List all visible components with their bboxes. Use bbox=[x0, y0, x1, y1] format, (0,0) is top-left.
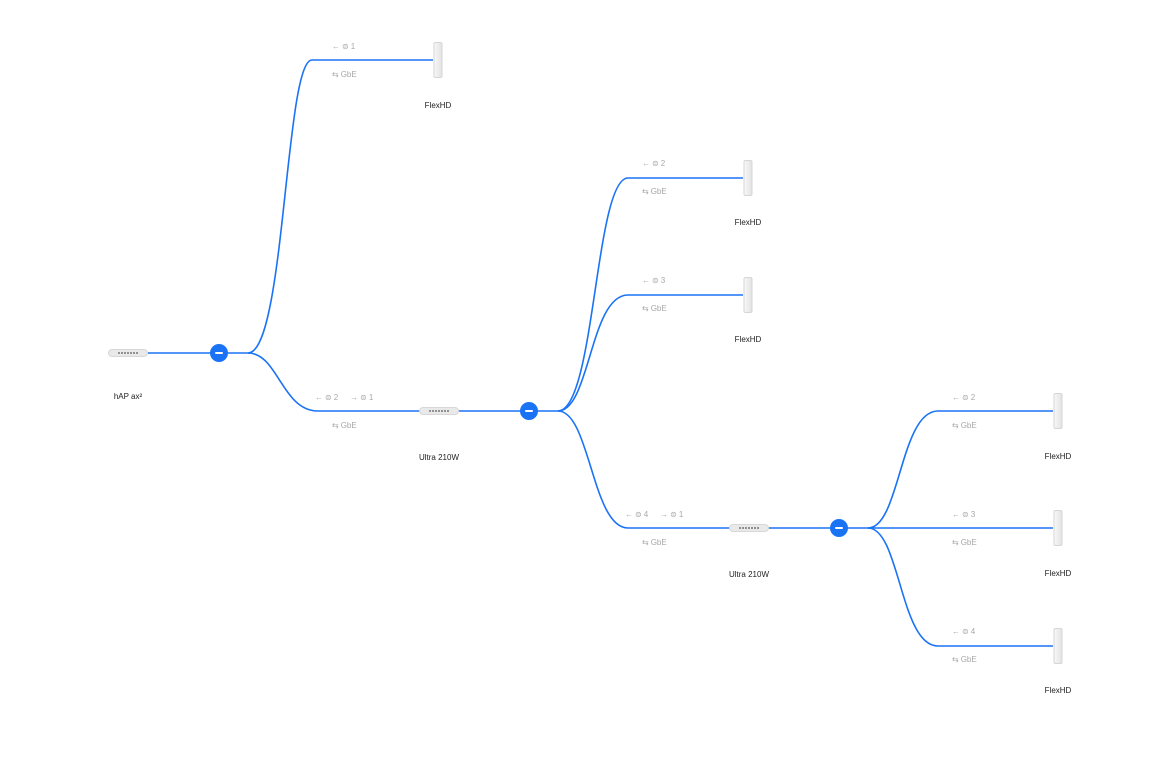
collapse-button-u1[interactable] bbox=[520, 402, 538, 420]
node-name-u2: Ultra 210W bbox=[728, 570, 770, 579]
link-to-flexhd-4 bbox=[867, 410, 1053, 529]
node-name-f6: FlexHD bbox=[1044, 686, 1072, 695]
port-label-u2: ←⊜4→⊜1 bbox=[625, 510, 684, 519]
node-name-f1: FlexHD bbox=[424, 101, 452, 110]
access-point-icon[interactable] bbox=[433, 42, 443, 78]
link-icon: ⇆ bbox=[332, 70, 339, 79]
link-to-ultra-1 bbox=[247, 352, 421, 412]
arrow-left-icon: ← bbox=[952, 510, 960, 519]
link-icon: ⇆ bbox=[332, 421, 339, 430]
node-name-u1: Ultra 210W bbox=[418, 453, 460, 462]
port-icon: ⊜ bbox=[962, 627, 969, 636]
speed-label-f4: ⇆GbE bbox=[952, 421, 977, 430]
access-point-icon[interactable] bbox=[1053, 628, 1063, 664]
arrow-left-icon: ← bbox=[625, 510, 633, 519]
speed-label-u2: ⇆GbE bbox=[642, 538, 667, 547]
port-label-f5: ←⊜3 bbox=[952, 510, 976, 519]
router-device-icon[interactable] bbox=[108, 349, 148, 357]
node-name-f4: FlexHD bbox=[1044, 452, 1072, 461]
switch-device-icon[interactable] bbox=[729, 524, 769, 532]
port-icon: ⊜ bbox=[962, 393, 969, 402]
switch-device-icon[interactable] bbox=[419, 407, 459, 415]
port-label-f6: ←⊜4 bbox=[952, 627, 976, 636]
node-name-f2: FlexHD bbox=[734, 218, 762, 227]
link-to-flexhd-1 bbox=[247, 59, 433, 354]
arrow-left-icon: ← bbox=[332, 42, 340, 51]
link-to-flexhd-2 bbox=[557, 177, 743, 412]
node-name-hap: hAP ax² bbox=[113, 392, 143, 401]
speed-label-f6: ⇆GbE bbox=[952, 655, 977, 664]
arrow-left-icon: ← bbox=[315, 393, 323, 402]
arrow-right-icon: → bbox=[660, 510, 669, 519]
access-point-icon[interactable] bbox=[743, 277, 753, 313]
arrow-right-icon: → bbox=[350, 393, 359, 402]
arrow-left-icon: ← bbox=[952, 627, 960, 636]
speed-label-f3: ⇆GbE bbox=[642, 304, 667, 313]
node-name-f5: FlexHD bbox=[1044, 569, 1072, 578]
collapse-button-hap[interactable] bbox=[210, 344, 228, 362]
link-icon: ⇆ bbox=[952, 421, 959, 430]
port-icon: ⊜ bbox=[652, 276, 659, 285]
access-point-icon[interactable] bbox=[1053, 393, 1063, 429]
speed-label-f5: ⇆GbE bbox=[952, 538, 977, 547]
port-icon: ⊜ bbox=[962, 510, 969, 519]
link-to-flexhd-6 bbox=[867, 527, 1053, 647]
port-label-f2: ←⊜2 bbox=[642, 159, 666, 168]
collapse-button-u2[interactable] bbox=[830, 519, 848, 537]
port-label-u1: ←⊜2→⊜1 bbox=[315, 393, 374, 402]
link-to-ultra-2 bbox=[557, 410, 731, 529]
port-icon: ⊜ bbox=[342, 42, 349, 51]
arrow-left-icon: ← bbox=[642, 159, 650, 168]
port-icon: ⊜ bbox=[635, 510, 642, 519]
node-name-f3: FlexHD bbox=[734, 335, 762, 344]
speed-label-u1: ⇆GbE bbox=[332, 421, 357, 430]
port-label-f4: ←⊜2 bbox=[952, 393, 976, 402]
arrow-left-icon: ← bbox=[952, 393, 960, 402]
port-icon: ⊜ bbox=[360, 393, 367, 402]
link-icon: ⇆ bbox=[642, 187, 649, 196]
link-icon: ⇆ bbox=[642, 538, 649, 547]
port-label-f3: ←⊜3 bbox=[642, 276, 666, 285]
port-icon: ⊜ bbox=[670, 510, 677, 519]
arrow-left-icon: ← bbox=[642, 276, 650, 285]
speed-label-f1: ⇆GbE bbox=[332, 70, 357, 79]
link-icon: ⇆ bbox=[952, 655, 959, 664]
port-label-f1: ←⊜1 bbox=[332, 42, 356, 51]
link-to-flexhd-3 bbox=[557, 294, 743, 412]
link-icon: ⇆ bbox=[952, 538, 959, 547]
speed-label-f2: ⇆GbE bbox=[642, 187, 667, 196]
port-icon: ⊜ bbox=[652, 159, 659, 168]
access-point-icon[interactable] bbox=[743, 160, 753, 196]
access-point-icon[interactable] bbox=[1053, 510, 1063, 546]
port-icon: ⊜ bbox=[325, 393, 332, 402]
link-icon: ⇆ bbox=[642, 304, 649, 313]
